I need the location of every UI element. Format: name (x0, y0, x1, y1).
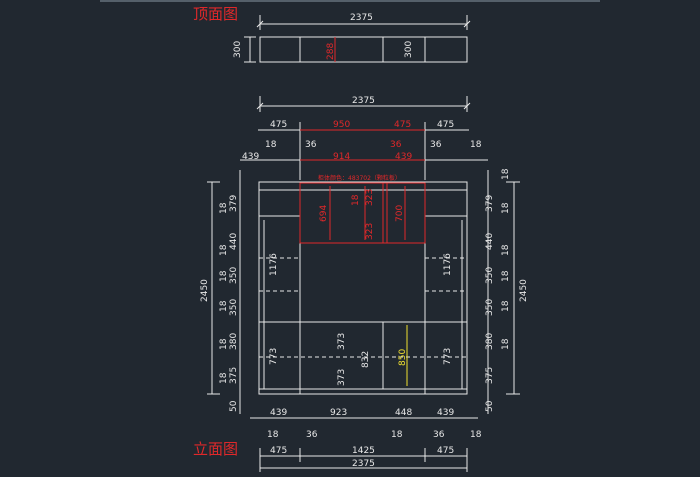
inner-label-1: 1176 (269, 253, 279, 276)
right-h-9: 18 (501, 300, 511, 312)
left-h-9: 18 (219, 338, 229, 350)
right-h-7: 18 (501, 270, 511, 282)
top-width-label: 2375 (350, 13, 373, 23)
right-h-6: 350 (485, 267, 495, 284)
top-inner-1: 18 (265, 140, 277, 150)
bottom-inner-2: 923 (330, 408, 347, 418)
inner-labels: 1176 773 373 373 832 850 694 18 323 323 … (269, 189, 453, 386)
top-view: 2375 300 288 300 (233, 13, 471, 63)
top-seg-4: 475 (437, 120, 454, 130)
cabinet-outline (258, 181, 468, 395)
upper-door-frame (299, 182, 426, 244)
top-inner-6: 439 (395, 152, 412, 162)
right-height-chain: 2450 18 379 18 440 18 350 18 350 18 380 … (485, 168, 529, 414)
inner-label-8: 18 (351, 194, 361, 206)
inner-label-10: 323 (365, 223, 375, 240)
inner-label-13: 773 (443, 348, 453, 365)
top-view-title: 顶面图 (193, 5, 238, 23)
bottom-total: 2375 (352, 459, 375, 469)
left-h-2: 379 (229, 195, 239, 212)
left-h-6: 350 (229, 267, 239, 284)
top-view-outline (259, 36, 468, 63)
inner-label-4: 373 (337, 369, 347, 386)
right-h-10: 380 (485, 333, 495, 350)
left-h-7: 18 (219, 300, 229, 312)
inner-label-5: 832 (361, 351, 371, 368)
bottom-dim-3: 18 (391, 430, 403, 440)
top-seg-1: 475 (270, 120, 287, 130)
bottom-dim-5: 18 (470, 430, 482, 440)
top-inner-5: 36 (390, 140, 402, 150)
right-h-13: 50 (485, 400, 495, 412)
top-seg-2: 950 (333, 120, 350, 130)
left-h-11: 18 (219, 372, 229, 384)
bottom-inner-3: 448 (395, 408, 412, 418)
inner-label-2: 773 (269, 348, 279, 365)
left-h-4: 440 (229, 233, 239, 250)
right-total-height: 2450 (519, 279, 529, 302)
inner-label-9: 323 (365, 189, 375, 206)
right-h-1: 18 (501, 168, 511, 180)
top-inner-3: 36 (305, 140, 317, 150)
right-h-8: 350 (485, 299, 495, 316)
right-h-3: 18 (501, 202, 511, 214)
left-h-8: 350 (229, 299, 239, 316)
inner-label-3: 373 (337, 333, 347, 350)
left-height-chain: 2450 18 379 18 440 18 350 18 350 18 380 … (200, 170, 241, 414)
elevation-body (258, 181, 468, 395)
inner-label-6: 850 (398, 349, 408, 366)
bottom-inner-1: 439 (270, 408, 287, 418)
right-h-2: 379 (485, 195, 495, 212)
left-h-12: 375 (229, 367, 239, 384)
top-inner-7: 36 (430, 140, 442, 150)
top-seg-3: 475 (394, 120, 411, 130)
bottom-dimensions: 439 923 448 439 18 36 18 36 18 475 1425 … (250, 408, 482, 472)
top-depth-label-2: 300 (404, 41, 414, 58)
top-depth-label: 300 (233, 41, 243, 58)
left-total-height: 2450 (200, 279, 210, 302)
top-dimensions: 2375 475 950 475 475 18 439 36 914 36 43… (240, 96, 488, 180)
top-inner-depth-label: 288 (326, 43, 336, 60)
inner-label-11: 700 (395, 205, 405, 222)
bottom-seg-1: 475 (270, 446, 287, 456)
elevation-total-width: 2375 (352, 96, 375, 106)
elevation-title: 立面图 (193, 440, 238, 458)
right-h-4: 440 (485, 233, 495, 250)
inner-label-12: 1176 (443, 253, 453, 276)
bottom-seg-2: 1425 (352, 446, 375, 456)
left-h-5: 18 (219, 270, 229, 282)
bottom-seg-3: 475 (437, 446, 454, 456)
top-inner-4: 914 (333, 152, 350, 162)
right-h-11: 18 (501, 338, 511, 350)
top-inner-8: 18 (470, 140, 482, 150)
left-h-10: 380 (229, 333, 239, 350)
bottom-inner-4: 439 (437, 408, 454, 418)
left-h-3: 18 (219, 244, 229, 256)
inner-label-7: 694 (319, 205, 329, 222)
right-h-12: 375 (485, 367, 495, 384)
top-inner-2: 439 (242, 152, 259, 162)
right-h-5: 18 (501, 244, 511, 256)
left-h-13: 50 (229, 400, 239, 412)
bottom-dim-2: 36 (306, 430, 318, 440)
material-note: 柜体颜色：483702（颗粒板） (318, 174, 401, 182)
bottom-dim-4: 36 (433, 430, 445, 440)
left-h-1: 18 (219, 202, 229, 214)
bottom-dim-1: 18 (267, 430, 279, 440)
